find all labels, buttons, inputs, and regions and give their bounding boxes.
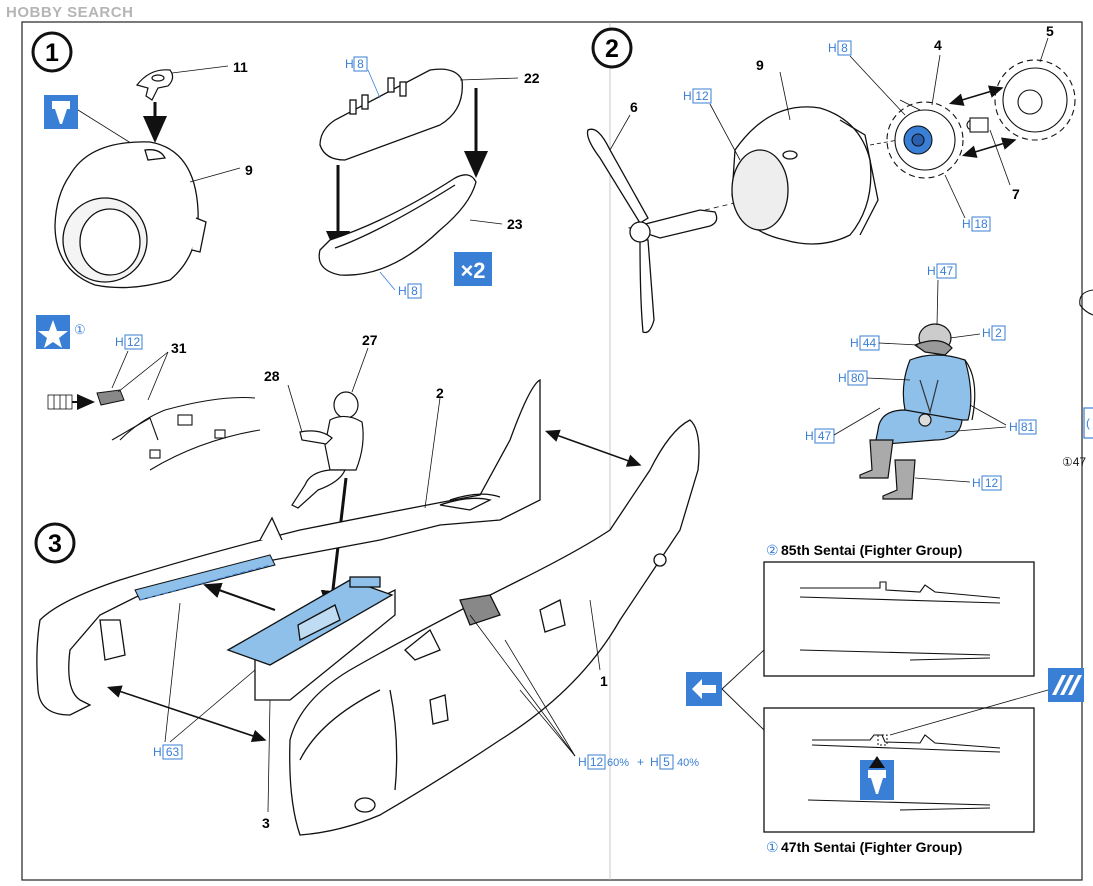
variant-top-number: ② bbox=[766, 542, 779, 558]
part-label-9b: 9 bbox=[756, 57, 764, 73]
part-label-6: 6 bbox=[630, 99, 638, 115]
svg-text:H: H bbox=[398, 284, 407, 298]
svg-text:H: H bbox=[578, 755, 587, 769]
svg-text:①: ① bbox=[74, 322, 86, 337]
part-label-31: 31 bbox=[171, 340, 187, 356]
swap-arrows-icon bbox=[686, 672, 722, 706]
times-two-badge: ×2 bbox=[454, 252, 492, 286]
part-4-engine bbox=[886, 101, 964, 179]
part-label-22: 22 bbox=[524, 70, 540, 86]
svg-text:3: 3 bbox=[48, 530, 62, 558]
svg-text:H: H bbox=[828, 41, 837, 55]
part-label-2: 2 bbox=[436, 385, 444, 401]
decal-sheet-small bbox=[47, 394, 73, 410]
part-label-5: 5 bbox=[1046, 23, 1054, 39]
svg-text:12: 12 bbox=[127, 335, 141, 349]
sheet-border bbox=[21, 21, 1083, 881]
step-1-badge: 1 bbox=[31, 31, 73, 73]
part-label-7: 7 bbox=[1012, 186, 1020, 202]
edge-ref-label: ①47 bbox=[1062, 455, 1086, 469]
part-5-engine-rear bbox=[994, 59, 1076, 141]
cockpit-floor-highlight bbox=[134, 554, 276, 601]
part-2-fuselage-left bbox=[36, 378, 541, 716]
cockpit-sill-detail bbox=[111, 396, 261, 471]
variant-bottom-box bbox=[763, 707, 1035, 833]
part-label-4: 4 bbox=[934, 37, 942, 53]
svg-text:×2: ×2 bbox=[460, 258, 485, 283]
svg-text:81: 81 bbox=[1021, 420, 1035, 434]
svg-text:H: H bbox=[962, 217, 971, 231]
step-2-badge: 2 bbox=[591, 27, 633, 69]
svg-text:H: H bbox=[927, 264, 936, 278]
variant-bottom-number: ① bbox=[766, 839, 779, 855]
svg-text:H: H bbox=[1009, 420, 1018, 434]
variant-bottom-label: 47th Sentai (Fighter Group) bbox=[781, 839, 962, 855]
variant-top-box bbox=[763, 561, 1035, 677]
svg-text:5: 5 bbox=[663, 755, 670, 769]
part-3-cockpit-tub bbox=[226, 576, 396, 701]
part-label-3: 3 bbox=[262, 815, 270, 831]
seated-pilot-figure bbox=[859, 323, 976, 500]
paint-mix-label: H 12 60% + H 5 40% bbox=[578, 754, 699, 770]
svg-text:H: H bbox=[972, 476, 981, 490]
part-9-cowling-side bbox=[731, 106, 879, 245]
svg-text:2: 2 bbox=[995, 326, 1002, 340]
cutter-icon bbox=[860, 756, 894, 800]
svg-text:H: H bbox=[650, 755, 659, 769]
svg-text:80: 80 bbox=[851, 371, 865, 385]
svg-text:H: H bbox=[982, 326, 991, 340]
svg-text:47: 47 bbox=[818, 429, 832, 443]
svg-text:1: 1 bbox=[45, 39, 59, 67]
svg-text:+: + bbox=[637, 755, 644, 769]
svg-text:H: H bbox=[805, 429, 814, 443]
svg-text:12: 12 bbox=[590, 755, 604, 769]
variant-top-fuselage-lines bbox=[799, 581, 1001, 661]
part-11-scoop bbox=[135, 69, 174, 101]
part-23-tank-half bbox=[318, 174, 477, 276]
star-decal-icon bbox=[36, 315, 70, 349]
part-31-panel bbox=[96, 389, 125, 406]
svg-text:8: 8 bbox=[411, 284, 418, 298]
part-label-9: 9 bbox=[245, 162, 253, 178]
step-3-badge: 3 bbox=[34, 522, 76, 564]
part-6-propeller bbox=[586, 128, 718, 334]
paint-h8-prefix: H bbox=[345, 57, 354, 71]
part-label-27: 27 bbox=[362, 332, 378, 348]
glue-tube-icon bbox=[44, 95, 78, 129]
svg-text:2: 2 bbox=[605, 35, 619, 63]
svg-text:(: ( bbox=[1086, 416, 1090, 430]
part-label-11: 11 bbox=[233, 59, 248, 75]
part-label-23: 23 bbox=[507, 216, 523, 232]
svg-text:8: 8 bbox=[841, 41, 848, 55]
svg-text:H: H bbox=[683, 89, 692, 103]
svg-text:H: H bbox=[115, 335, 124, 349]
svg-text:12: 12 bbox=[985, 476, 999, 490]
svg-text:18: 18 bbox=[974, 217, 988, 231]
svg-text:H: H bbox=[838, 371, 847, 385]
watermark-logo: HOBBY SEARCH bbox=[6, 4, 134, 21]
svg-text:63: 63 bbox=[166, 745, 180, 759]
variant-top-label: 85th Sentai (Fighter Group) bbox=[781, 542, 962, 558]
variant-bottom-fuselage-lines bbox=[807, 734, 1001, 811]
svg-text:12: 12 bbox=[695, 89, 709, 103]
svg-text:H: H bbox=[153, 745, 162, 759]
part-label-28: 28 bbox=[264, 368, 280, 384]
paint-h8-code: 8 bbox=[357, 57, 364, 71]
part-7-collar bbox=[966, 117, 989, 133]
part-1-fuselage-right bbox=[289, 419, 700, 836]
part-22-tank-half bbox=[319, 68, 463, 161]
decal-stripe-icon bbox=[1048, 668, 1084, 702]
svg-text:60%: 60% bbox=[607, 757, 629, 769]
part-9-cowling bbox=[54, 141, 207, 289]
svg-text:47: 47 bbox=[940, 264, 954, 278]
pilot-figure-27 bbox=[291, 391, 364, 509]
svg-text:H: H bbox=[850, 336, 859, 350]
svg-text:44: 44 bbox=[863, 336, 877, 350]
part-label-1: 1 bbox=[600, 673, 608, 689]
svg-text:40%: 40% bbox=[677, 757, 699, 769]
